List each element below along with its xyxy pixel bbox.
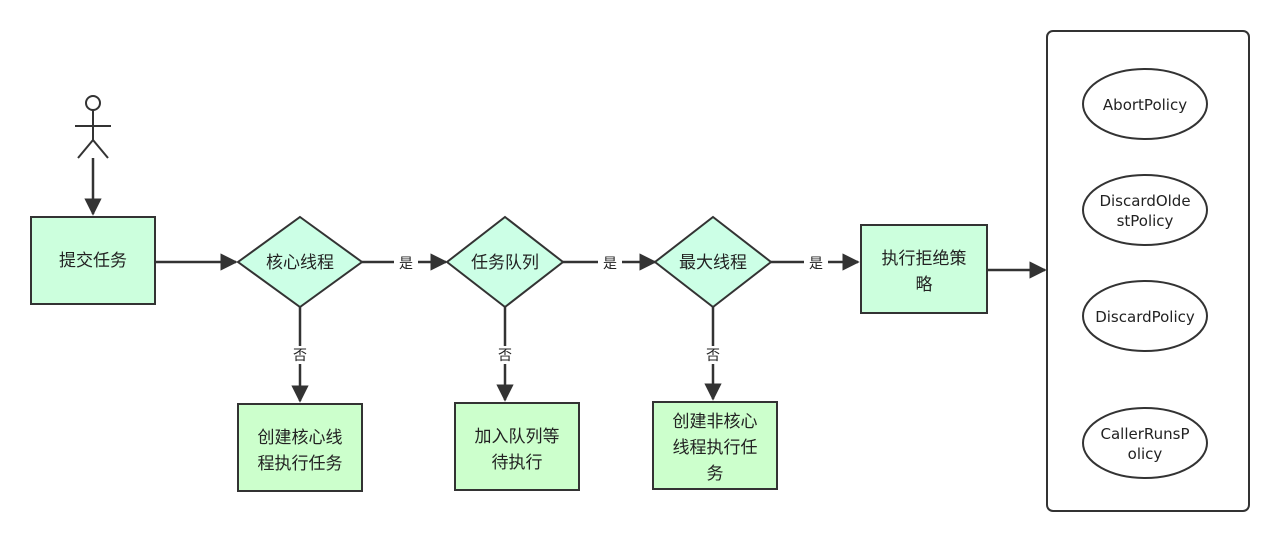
create-noncore-line3: 务 xyxy=(707,464,724,484)
core-thread-decision: 核心线程 xyxy=(236,215,364,309)
discard-oldest-policy-node: DiscardOlde stPolicy xyxy=(1082,174,1208,246)
core-thread-label: 核心线程 xyxy=(266,253,334,273)
reject-policy-label-line1: 执行拒绝策 xyxy=(882,249,967,269)
create-core-thread-line1: 创建核心线 xyxy=(258,428,343,448)
edge-no-label-1: 否 xyxy=(293,348,307,364)
discard-oldest-policy-line1: DiscardOlde xyxy=(1099,192,1190,210)
create-noncore-thread-node: 创建非核心 线程执行任 务 xyxy=(652,401,778,490)
create-core-thread-line2: 程执行任务 xyxy=(258,454,343,474)
caller-runs-policy-line2: olicy xyxy=(1128,445,1163,463)
edge-no-label-2: 否 xyxy=(498,348,512,364)
rejection-policies-container: AbortPolicy DiscardOlde stPolicy Discard… xyxy=(1046,30,1250,512)
enqueue-line1: 加入队列等 xyxy=(475,427,560,447)
discard-policy-node: DiscardPolicy xyxy=(1082,280,1208,352)
task-queue-label: 任务队列 xyxy=(471,253,539,273)
edge-yes-label-3: 是 xyxy=(809,256,823,272)
create-noncore-line1: 创建非核心 xyxy=(673,412,758,432)
submit-task-label: 提交任务 xyxy=(59,251,127,271)
task-queue-decision: 任务队列 xyxy=(445,215,565,309)
abort-policy-node: AbortPolicy xyxy=(1082,68,1208,140)
caller-runs-policy-node: CallerRunsP olicy xyxy=(1082,407,1208,479)
enqueue-line2: 待执行 xyxy=(492,453,543,473)
discard-policy-label: DiscardPolicy xyxy=(1095,308,1195,326)
reject-policy-node: 执行拒绝策 略 xyxy=(860,224,988,314)
create-core-thread-node: 创建核心线 程执行任务 xyxy=(237,403,363,492)
submit-task-node: 提交任务 xyxy=(30,216,156,305)
user-actor-icon xyxy=(75,95,111,159)
edge-yes-label-1: 是 xyxy=(399,256,413,272)
discard-oldest-policy-line2: stPolicy xyxy=(1117,212,1174,230)
edge-yes-label-2: 是 xyxy=(603,256,617,272)
max-thread-label: 最大线程 xyxy=(679,253,747,273)
caller-runs-policy-line1: CallerRunsP xyxy=(1100,425,1189,443)
abort-policy-label: AbortPolicy xyxy=(1103,96,1187,114)
enqueue-node: 加入队列等 待执行 xyxy=(454,402,580,491)
create-noncore-line2: 线程执行任 xyxy=(673,438,758,458)
edge-no-label-3: 否 xyxy=(706,348,720,364)
max-thread-decision: 最大线程 xyxy=(653,215,773,309)
reject-policy-label-line2: 略 xyxy=(916,275,933,295)
